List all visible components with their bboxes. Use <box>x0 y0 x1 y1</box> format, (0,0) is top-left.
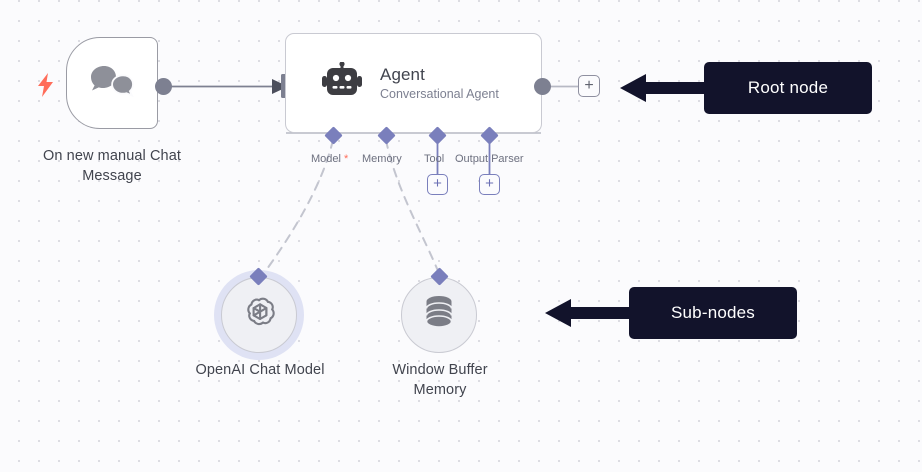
connector-label-model-text: Model <box>311 153 341 165</box>
node-openai-chat-model[interactable] <box>221 277 297 353</box>
connector-label-memory: Memory <box>362 153 402 165</box>
callout-root-node: Root node <box>704 62 872 114</box>
connector-label-model: Model * <box>311 152 348 166</box>
add-node-after-agent-button[interactable]: + <box>578 75 600 97</box>
trigger-output-connector[interactable] <box>155 78 172 95</box>
connector-label-output-parser: Output Parser <box>455 153 524 165</box>
arrow-left-icon-root <box>620 70 710 111</box>
agent-output-connector[interactable] <box>534 78 551 95</box>
node-label-trigger: On new manual Chat Message <box>42 148 181 184</box>
agent-title: Agent <box>380 64 425 84</box>
connector-label-tool: Tool <box>424 153 445 165</box>
agent-subtitle: Conversational Agent <box>380 86 499 101</box>
node-window-buffer-memory[interactable] <box>401 277 477 353</box>
required-asterisk-icon: * <box>344 153 349 165</box>
lightning-bolt-icon <box>38 73 56 97</box>
node-agent[interactable]: Agent Conversational Agent <box>285 33 542 133</box>
add-tool-button[interactable]: + <box>427 174 448 195</box>
openai-logo-icon <box>239 293 279 338</box>
node-label-openai-chat-model: OpenAI Chat Model <box>195 362 325 378</box>
add-output-parser-button[interactable]: + <box>479 174 500 195</box>
arrow-left-icon-sub <box>545 295 635 336</box>
database-icon <box>422 294 456 337</box>
node-label-window-buffer-memory: Window Buffer Memory <box>392 362 488 398</box>
chat-bubbles-icon <box>89 63 135 104</box>
callout-sub-nodes: Sub-nodes <box>629 287 797 339</box>
robot-icon <box>322 60 362 105</box>
node-trigger-chat-message[interactable] <box>66 37 158 129</box>
